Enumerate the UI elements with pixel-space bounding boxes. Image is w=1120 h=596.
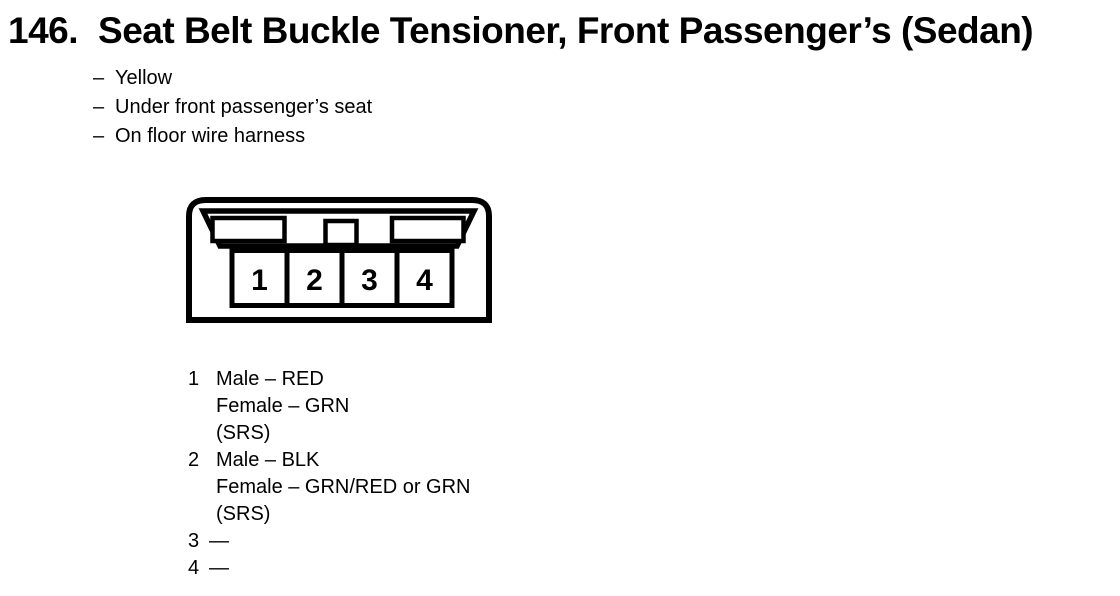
keyway-slot-center [323, 218, 359, 248]
list-item: – Under front passenger’s seat [93, 93, 372, 122]
pin-cavity-3 [339, 248, 400, 308]
pin-description-line: (SRS) [216, 503, 271, 525]
note-text: Yellow [115, 67, 173, 89]
pin-cavity-1 [229, 248, 290, 308]
pinout-row: 2 Male – BLK Female – GRN/RED or GRN (SR… [188, 447, 471, 528]
pin-description-line: Male – RED [216, 368, 324, 390]
note-text: On floor wire harness [115, 125, 306, 147]
pin-description-line: Female – GRN/RED or GRN [216, 476, 471, 498]
pin-description-line: (SRS) [216, 422, 271, 444]
pinout-row: 4 — [188, 555, 471, 582]
page-title: 146. Seat Belt Buckle Tensioner, Front P… [8, 9, 1034, 53]
pin-cavity-label: 1 [251, 264, 268, 297]
dash-bullet: – [93, 67, 105, 89]
pin-description-line: — [209, 530, 229, 552]
list-item: – Yellow [93, 64, 372, 93]
dash-bullet: – [93, 125, 105, 147]
pinout-row: 3 — [188, 528, 471, 555]
pin-description-line: — [209, 557, 229, 579]
dash-bullet: – [93, 96, 105, 118]
pin-number: 2 [188, 449, 200, 471]
pin-description: — [209, 528, 229, 555]
pin-cavity-label: 3 [361, 264, 378, 297]
title-text: Seat Belt Buckle Tensioner, Front Passen… [98, 10, 1034, 51]
pin-cavities [229, 248, 455, 308]
keyway-slot-left [210, 215, 287, 244]
list-item: – On floor wire harness [93, 122, 372, 151]
pin-cavity-labels: 1 2 3 4 [251, 264, 433, 297]
pin-cavity-4 [394, 248, 455, 308]
connector-outline [186, 197, 492, 323]
pin-number: 1 [188, 368, 200, 390]
keyway-slot-right [389, 215, 466, 244]
pin-description-line: Female – GRN [216, 395, 350, 417]
item-number: 146. [8, 10, 79, 51]
pin-description: Male – RED Female – GRN (SRS) [216, 366, 349, 447]
location-notes: – Yellow – Under front passenger’s seat … [93, 64, 372, 151]
pin-description: Male – BLK Female – GRN/RED or GRN (SRS) [216, 447, 471, 528]
pin-number: 3 [188, 530, 200, 552]
connector-diagram: 1 2 3 4 [186, 197, 492, 323]
pinout-list: 1 Male – RED Female – GRN (SRS) 2 Male –… [188, 366, 471, 582]
pin-cavity-label: 2 [306, 264, 323, 297]
pinout-row: 1 Male – RED Female – GRN (SRS) [188, 366, 471, 447]
pin-cavity-2 [284, 248, 345, 308]
pin-number: 4 [188, 557, 200, 579]
pin-description-line: Male – BLK [216, 449, 320, 471]
note-text: Under front passenger’s seat [115, 96, 373, 118]
pin-cavity-label: 4 [416, 264, 433, 297]
pin-description: — [209, 555, 229, 582]
